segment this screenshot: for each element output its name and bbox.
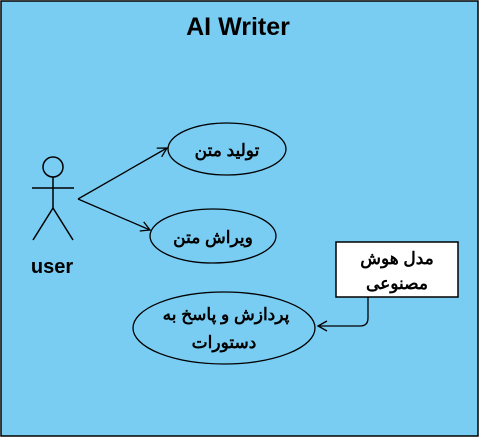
system-title: AI Writer (186, 13, 290, 41)
note-ai-model: مدل هوش مصنوعی (335, 241, 459, 298)
note-line-1: مدل هوش (360, 249, 434, 269)
association-user-uc2 (77, 198, 152, 232)
use-case-edit-text: ویراش متن (149, 208, 277, 264)
actor-user (32, 156, 74, 241)
use-case-label: تولید متن (195, 141, 260, 161)
note-connector (316, 297, 369, 332)
use-case-label-line-1: پردازش و پاسخ به (163, 305, 290, 325)
use-case-label-line-2: دستورات (192, 333, 257, 353)
association-user-uc1 (77, 147, 169, 200)
actor-right-leg (52, 207, 74, 241)
use-case-label: ویراش متن (173, 228, 253, 248)
actor-left-leg (32, 207, 54, 241)
note-line-2: مصنوعی (366, 274, 428, 294)
actor-label: user (31, 256, 73, 278)
use-case-process-commands: پردازش و پاسخ به دستورات (132, 291, 316, 365)
use-case-generate-text: تولید متن (167, 122, 287, 176)
